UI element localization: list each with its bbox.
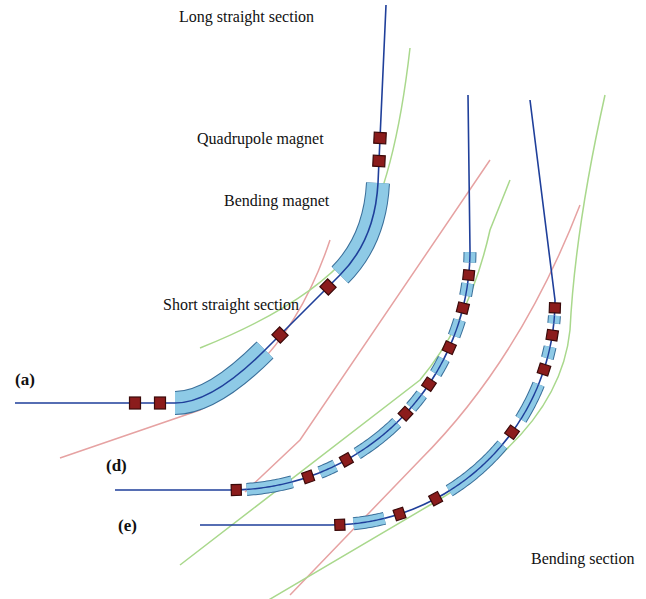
bending-magnet — [247, 482, 292, 490]
quadrupole-magnet — [393, 507, 406, 521]
bending-magnet — [454, 320, 459, 336]
optics-functions — [60, 48, 605, 599]
beam-orbit — [547, 347, 550, 358]
quadrupole-magnet — [429, 491, 443, 505]
quadrupole-magnets — [130, 132, 561, 530]
quadrupole-magnet — [155, 397, 166, 409]
quadrupole-magnet — [335, 519, 345, 530]
bending-magnet — [436, 359, 444, 374]
quadrupole-magnet — [231, 484, 241, 495]
quadrupole-magnet — [373, 155, 386, 167]
bending-magnet — [175, 350, 265, 403]
panel-label: (a) — [15, 371, 35, 390]
bending-magnet-outline — [340, 183, 378, 275]
beam-orbit — [553, 316, 555, 324]
bending-magnet — [411, 394, 422, 407]
quadrupole-magnet — [339, 453, 353, 467]
quadrupole-magnet — [442, 341, 456, 355]
red-optics-curve — [245, 160, 490, 492]
quadrupole-magnet — [463, 270, 475, 281]
bending-magnet-outline — [449, 445, 502, 491]
quadrupole-magnet — [374, 132, 387, 144]
quadrupole-magnet — [505, 425, 520, 440]
bending-magnets — [175, 183, 554, 524]
bending-magnet — [357, 423, 397, 454]
bending-magnet — [547, 347, 550, 358]
bending-magnet-outline — [466, 283, 468, 295]
beam-orbit — [454, 320, 459, 336]
beam-orbit — [521, 384, 539, 419]
part-label: Short straight section — [163, 296, 299, 314]
panel-label: (e) — [118, 517, 137, 536]
beam-orbit — [320, 466, 335, 473]
bending-magnet-outline — [247, 482, 292, 490]
part-label: Bending magnet — [224, 192, 329, 210]
bending-magnet-outline — [175, 350, 265, 403]
quadrupole-magnet — [422, 377, 437, 391]
beam-orbit — [247, 482, 292, 490]
beam-orbit — [469, 252, 471, 262]
beam-orbit — [115, 95, 470, 490]
part-label: Bending section — [531, 550, 635, 568]
beam-orbit — [449, 445, 502, 491]
quadrupole-magnet — [320, 279, 336, 295]
bending-magnet — [320, 466, 335, 473]
bending-magnet-outline — [463, 252, 476, 262]
beam-orbit — [436, 359, 444, 374]
quadrupole-magnet — [549, 303, 560, 313]
bending-magnet-outline — [357, 423, 397, 454]
quadrupole-magnet — [456, 302, 469, 314]
quadrupole-magnet — [546, 329, 558, 341]
quadrupole-magnet — [398, 406, 413, 421]
bending-magnet-outline — [411, 394, 422, 407]
bending-magnet-outline — [354, 518, 385, 523]
bending-magnet — [548, 316, 560, 324]
beam-orbit — [466, 283, 468, 295]
bending-magnet — [449, 445, 502, 491]
beam-orbit — [354, 518, 385, 523]
bending-magnet — [521, 384, 539, 419]
beam-orbit — [411, 394, 422, 407]
bending-magnet — [466, 283, 468, 295]
bending-magnet — [340, 183, 378, 275]
bending-magnet — [354, 518, 385, 523]
bending-magnet-outline — [454, 320, 459, 336]
red-optics-curve — [60, 240, 330, 458]
beam-orbit — [357, 423, 397, 454]
beam-orbit — [175, 183, 378, 403]
quadrupole-magnet — [302, 470, 315, 484]
red-optics-curve — [290, 205, 580, 595]
quadrupole-magnet — [130, 397, 141, 409]
bending-magnet-outline — [436, 359, 444, 374]
bending-magnet-outline — [320, 466, 335, 473]
bending-magnet-outline — [521, 384, 539, 419]
bending-magnet-outline — [547, 347, 550, 358]
bending-magnet — [464, 252, 475, 262]
quadrupole-magnet — [537, 363, 551, 376]
part-label: Long straight section — [179, 8, 314, 26]
green-optics-curve — [255, 95, 605, 599]
panel-label: (d) — [106, 457, 127, 476]
part-label: Quadrupole magnet — [197, 130, 324, 148]
quadrupole-magnet — [272, 327, 288, 343]
beam-orbit — [15, 5, 386, 403]
bending-magnet-outline — [547, 316, 561, 324]
beam-orbits — [15, 5, 555, 525]
